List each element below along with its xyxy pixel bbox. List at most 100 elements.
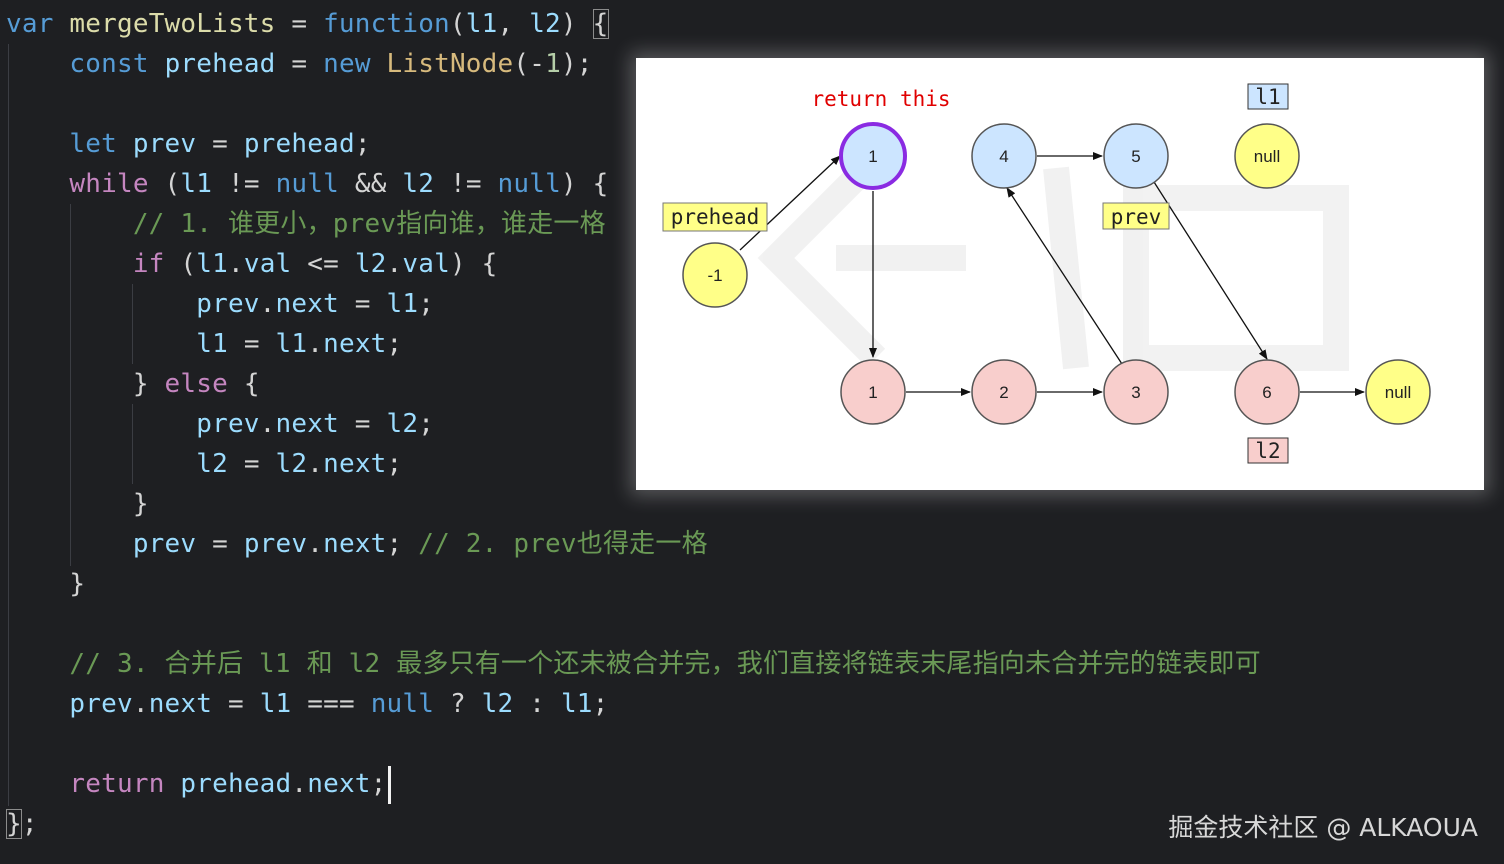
code-token: prev	[196, 409, 260, 439]
code-line[interactable]: if (l1.val <= l2.val) {	[6, 244, 498, 284]
top-node-5: 5	[1103, 123, 1169, 189]
code-line[interactable]: } else {	[6, 364, 260, 404]
code-line[interactable]: prev = prev.next; // 2. prev也得走一格	[6, 524, 708, 564]
code-token: {	[227, 369, 260, 399]
code-token: 合并后	[164, 649, 244, 679]
svg-text:6: 6	[1262, 383, 1271, 402]
code-token: =	[196, 529, 244, 559]
code-token: next	[323, 529, 387, 559]
code-token: .	[132, 689, 149, 719]
code-line[interactable]: };	[6, 804, 38, 844]
code-token: =	[212, 689, 260, 719]
prehead-label: prehead	[671, 205, 760, 229]
diagram-svg: prehead prev l1 l2 return this -1 1 4 5 …	[662, 83, 1431, 464]
leetcode-watermark-logo	[757, 148, 1349, 371]
code-token: null	[275, 169, 339, 199]
top-null-node: null	[1234, 123, 1300, 189]
code-token: new	[323, 49, 371, 79]
code-token: next	[148, 689, 213, 719]
code-token: l2	[196, 449, 228, 479]
code-token: l1	[259, 689, 292, 719]
code-token: ) {	[560, 169, 609, 199]
svg-text:1: 1	[868, 383, 877, 402]
code-token	[6, 449, 196, 479]
code-token: prehead	[243, 129, 355, 159]
indent-guide	[132, 404, 133, 484]
arrow-prehead-to-1	[739, 155, 841, 251]
code-line[interactable]: l2 = l2.next;	[6, 444, 402, 484]
code-token	[6, 289, 196, 319]
code-line[interactable]: const prehead = new ListNode(-1);	[6, 44, 593, 84]
code-token	[371, 49, 387, 79]
code-line[interactable]: return prehead.next;	[6, 764, 391, 804]
code-token: prehead	[180, 769, 292, 799]
code-token: l2	[275, 449, 308, 479]
code-token	[117, 129, 133, 159]
code-token: else	[164, 369, 228, 399]
code-token: ;	[370, 769, 387, 799]
code-line[interactable]: while (l1 != null && l2 != null) {	[6, 164, 609, 204]
code-token: }	[6, 369, 165, 399]
bottom-node-2: 2	[971, 359, 1037, 425]
code-token: l1	[275, 329, 308, 359]
code-line[interactable]: // 1. 谁更小，prev指向谁，谁走一格	[6, 204, 606, 244]
l1-label: l1	[1255, 85, 1280, 109]
svg-text:3: 3	[1131, 383, 1140, 402]
code-line[interactable]: }	[6, 564, 85, 604]
code-token: null	[497, 169, 561, 199]
code-line[interactable]: prev.next = l2;	[6, 404, 434, 444]
code-token: )	[560, 9, 593, 39]
code-token: l1	[243, 649, 307, 679]
code-line[interactable]: // 3. 合并后 l1 和 l2 最多只有一个还未被合并完，我们直接将链表末尾…	[6, 644, 1261, 684]
code-token: l1	[196, 249, 228, 279]
svg-text:2: 2	[999, 383, 1008, 402]
code-token	[6, 209, 133, 239]
code-line[interactable]: let prev = prehead;	[6, 124, 371, 164]
code-token: =	[227, 449, 276, 479]
code-token: // 2. prev	[418, 529, 577, 559]
code-token: let	[69, 129, 117, 159]
code-token: ) {	[449, 249, 498, 279]
code-token: (	[148, 169, 181, 199]
code-token: l1	[196, 329, 228, 359]
code-token: :	[513, 689, 561, 719]
code-token: ;	[418, 409, 435, 439]
indent-guide	[8, 44, 9, 806]
code-token: prev	[132, 129, 197, 159]
code-token: l2	[332, 649, 397, 679]
code-token	[54, 9, 70, 39]
code-token: 1	[545, 49, 561, 79]
code-token	[6, 409, 196, 439]
prev-tag	[1102, 202, 1170, 230]
code-token: ;	[386, 449, 403, 479]
prev-label: prev	[1111, 205, 1162, 229]
code-token: val	[243, 249, 292, 279]
indent-guide	[70, 204, 71, 566]
code-token: const	[69, 49, 149, 79]
code-token: l1	[180, 169, 213, 199]
code-token: l1	[386, 289, 419, 319]
prehead-tag	[662, 202, 768, 232]
code-token: =	[275, 49, 324, 79]
svg-text:null: null	[1385, 383, 1411, 402]
svg-text:5: 5	[1131, 147, 1140, 166]
code-token: =	[338, 409, 387, 439]
code-token: ;	[418, 289, 435, 319]
code-line[interactable]: var mergeTwoLists = function(l1, l2) {	[6, 4, 609, 44]
code-line[interactable]: prev.next = l1 === null ? l2 : l1;	[6, 684, 609, 724]
code-token: .	[386, 249, 403, 279]
code-token: 也得走一格	[576, 529, 708, 559]
svg-text:-1: -1	[707, 266, 722, 285]
code-line[interactable]: prev.next = l1;	[6, 284, 434, 324]
code-token: =	[227, 329, 276, 359]
code-token: }	[6, 489, 149, 519]
code-token: if	[132, 249, 165, 279]
code-token: =	[275, 9, 324, 39]
prehead-node: -1	[682, 242, 748, 308]
code-token: (	[449, 9, 466, 39]
code-line[interactable]: }	[6, 484, 149, 524]
code-line[interactable]: l1 = l1.next;	[6, 324, 402, 364]
code-token: .	[259, 289, 276, 319]
code-token: next	[307, 769, 371, 799]
code-token: ;	[386, 329, 403, 359]
